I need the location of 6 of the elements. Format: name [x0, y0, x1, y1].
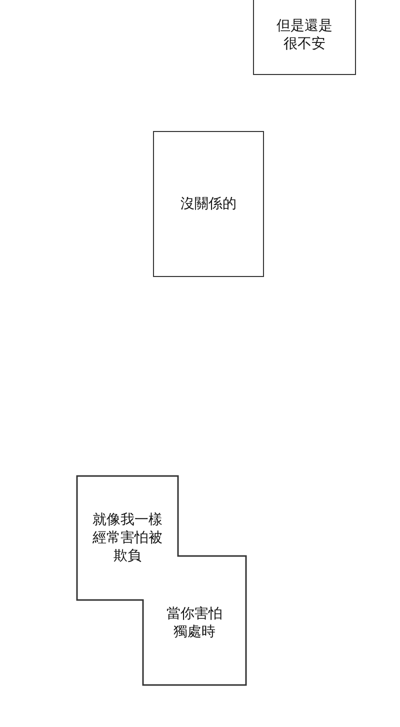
caption-text: 沒關係的 [180, 195, 238, 213]
caption-text: 就像我一樣經常害怕被欺負 [92, 511, 164, 565]
caption-text: 但是還是很不安 [276, 16, 334, 52]
caption-box [153, 131, 264, 277]
caption-text: 當你害怕獨處時 [166, 604, 224, 640]
caption-box [253, 0, 356, 75]
